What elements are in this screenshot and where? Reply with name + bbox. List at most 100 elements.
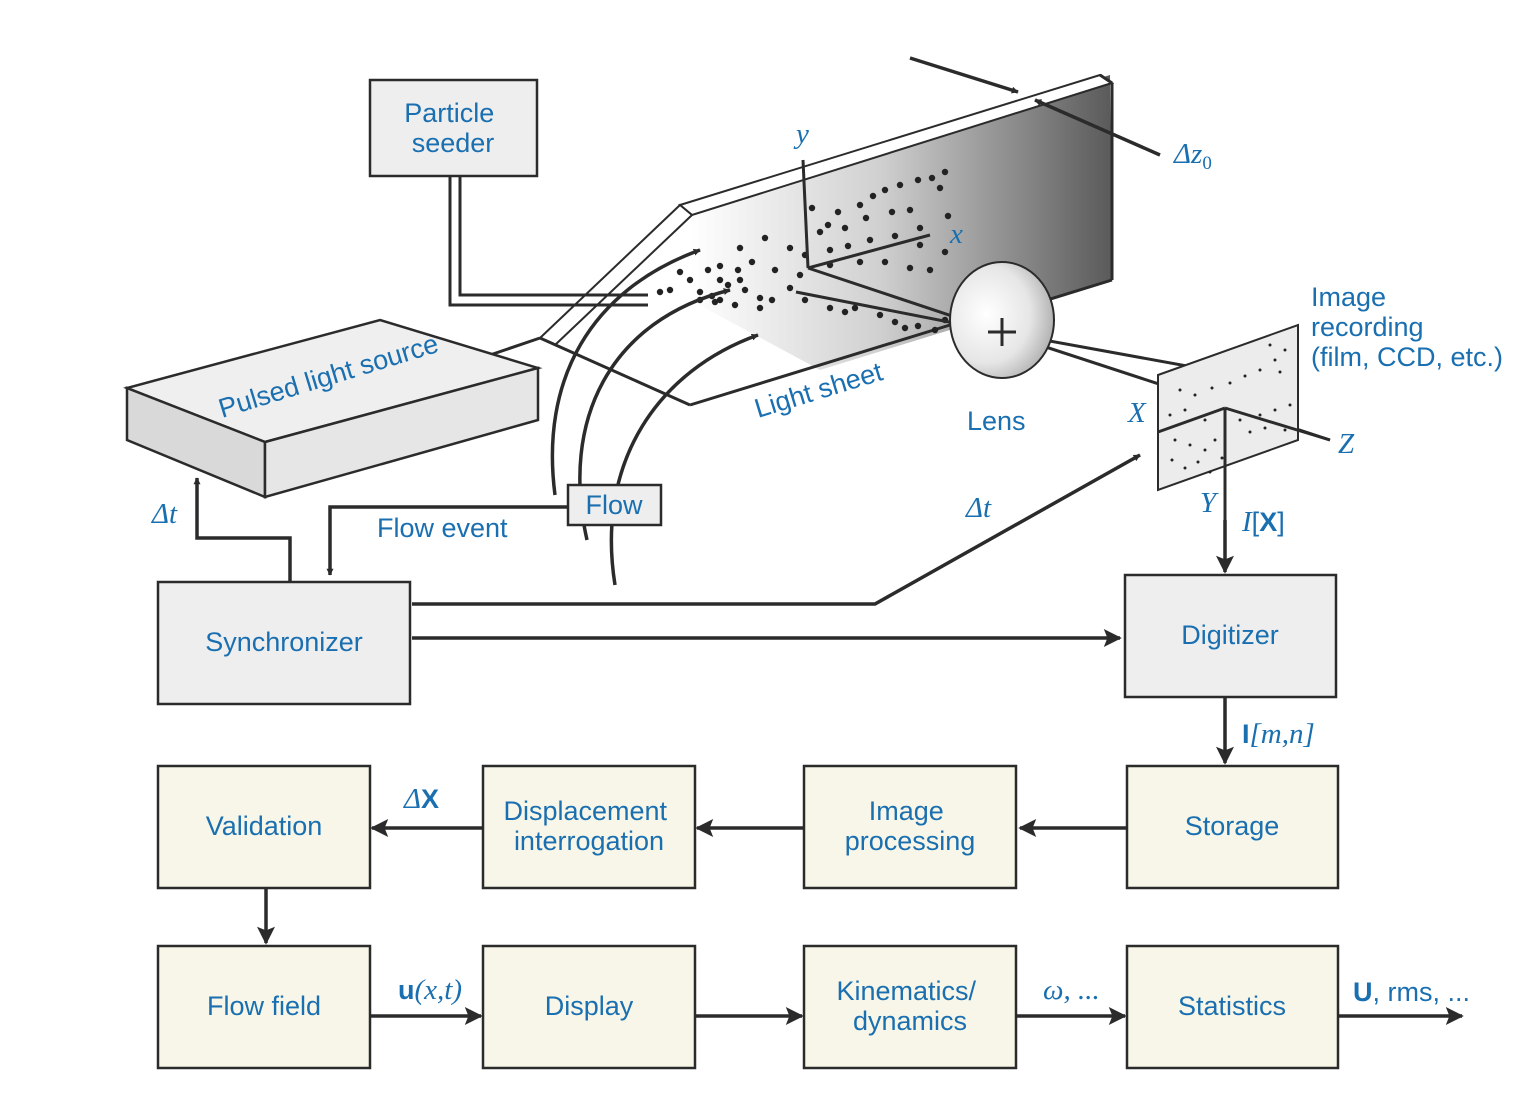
image-particle-dot	[1238, 418, 1242, 422]
particle-dot	[771, 266, 779, 274]
particle-dot	[734, 266, 742, 274]
particle-dot	[914, 322, 922, 330]
lens-label: Lens	[967, 406, 1026, 436]
particle-dot	[916, 241, 924, 249]
particle-dot	[824, 221, 832, 229]
image-particle-dot	[1273, 358, 1277, 362]
particle-dot	[736, 276, 744, 284]
display-box: Display	[481, 944, 697, 1070]
validation-label: Validation	[206, 811, 323, 841]
particle-dot	[704, 266, 712, 274]
pulsed-light-source: Pulsed light source	[123, 318, 543, 499]
image-particle-dot	[1213, 438, 1217, 442]
delta-t-left-label: Δt	[151, 498, 178, 530]
axis-X-label: X	[1127, 397, 1147, 429]
image-particle-dot	[1196, 460, 1200, 464]
particle-dot	[841, 224, 849, 232]
flow-event-label: Flow event	[377, 513, 508, 543]
particle-dot	[862, 214, 870, 222]
flow-label: Flow	[585, 490, 643, 520]
particle-dot	[866, 236, 874, 244]
image-particle-dot	[1188, 443, 1192, 447]
particle-dot	[906, 264, 914, 272]
image-processing-box: Image processing	[802, 764, 1018, 890]
particle-dot	[881, 258, 889, 266]
image-particle-dot	[1220, 456, 1224, 460]
image-recording-line3: (film, CCD, etc.)	[1311, 342, 1503, 372]
particle-dot	[914, 176, 922, 184]
particle-dot	[786, 244, 794, 252]
synchronizer-box: Synchronizer	[156, 580, 412, 706]
particle-dot	[756, 294, 764, 302]
axis-x-label: x	[949, 218, 963, 250]
particle-dot	[731, 301, 739, 309]
particle-dot	[916, 224, 924, 232]
image-particle-dot	[1278, 370, 1282, 374]
particle-dot	[761, 234, 769, 242]
displacement-interrogation-box: Displacement interrogation	[481, 764, 697, 890]
image-particle-dot	[1288, 403, 1292, 407]
delta-z0-label: Δz0	[1173, 138, 1212, 174]
delta-z0-indicator	[909, 56, 1161, 157]
storage-box: Storage	[1125, 764, 1340, 890]
delta-t-mid-label: Δt	[965, 492, 992, 524]
svg-text:Image recording (film,: Image recording (film, CCD, etc.)	[1311, 282, 1503, 372]
delta-X-label: ΔX	[403, 783, 439, 815]
image-processing-line1: Image	[869, 796, 944, 826]
image-particle-dot	[1210, 386, 1214, 390]
particle-dot	[851, 304, 859, 312]
particle-dot	[928, 174, 936, 182]
particle-dot	[724, 281, 732, 289]
flow-box: Flow	[566, 483, 663, 527]
image-particle-dot	[1193, 393, 1197, 397]
sync-to-camera-connector	[412, 453, 1141, 606]
svg-text:Particle seeder: Particle seeder	[404, 98, 502, 158]
particle-dot	[801, 296, 809, 304]
image-particle-dot	[1168, 413, 1172, 417]
particle-dot	[931, 326, 939, 334]
image-particle-dot	[1258, 368, 1262, 372]
particle-dot	[736, 244, 744, 252]
particle-dot	[891, 318, 899, 326]
image-particle-dot	[1203, 448, 1207, 452]
particle-seeder-line2: seeder	[412, 128, 495, 158]
image-particle-dot	[1203, 418, 1207, 422]
image-particle-dot	[1243, 374, 1247, 378]
I-X-label: I[X]	[1241, 506, 1285, 538]
image-particle-dot	[1178, 388, 1182, 392]
svg-text:Kinematics/ dynamics: Kinematics/ dynamics	[836, 976, 983, 1036]
particle-dot	[676, 268, 684, 276]
particle-dot	[906, 206, 914, 214]
image-particle-dot	[1283, 348, 1287, 352]
image-particle-dot	[1268, 343, 1272, 347]
particle-dot	[941, 248, 949, 256]
flow-field-label: Flow field	[207, 991, 321, 1021]
particle-seeder: Particle seeder	[368, 78, 648, 307]
omega-label: ω, ...	[1043, 974, 1100, 1006]
kinematics-line1: Kinematics/	[836, 976, 976, 1006]
particle-dot	[869, 192, 877, 200]
particle-dot	[748, 258, 756, 266]
validation-box: Validation	[156, 764, 372, 890]
kinematics-box: Kinematics/ dynamics	[802, 944, 1018, 1070]
lens	[949, 261, 1055, 379]
image-particle-dot	[1183, 408, 1187, 412]
particle-dot	[841, 308, 849, 316]
statistics-box: Statistics	[1125, 944, 1340, 1070]
particle-dot	[844, 242, 852, 250]
particle-dot	[666, 286, 674, 294]
svg-text:Image processing: Image processing	[845, 796, 976, 856]
particle-dot	[896, 181, 904, 189]
particle-dot	[876, 311, 884, 319]
particle-dot	[936, 184, 944, 192]
particle-dot	[891, 232, 899, 240]
particle-dot	[716, 262, 724, 270]
seeding-particles	[656, 168, 952, 334]
image-particles	[1168, 343, 1292, 474]
particle-dot	[881, 186, 889, 194]
displacement-line2: interrogation	[514, 826, 664, 856]
image-particle-dot	[1248, 430, 1252, 434]
particle-dot	[716, 296, 724, 304]
flow-field-box: Flow field	[156, 944, 372, 1070]
particle-dot	[756, 304, 764, 312]
